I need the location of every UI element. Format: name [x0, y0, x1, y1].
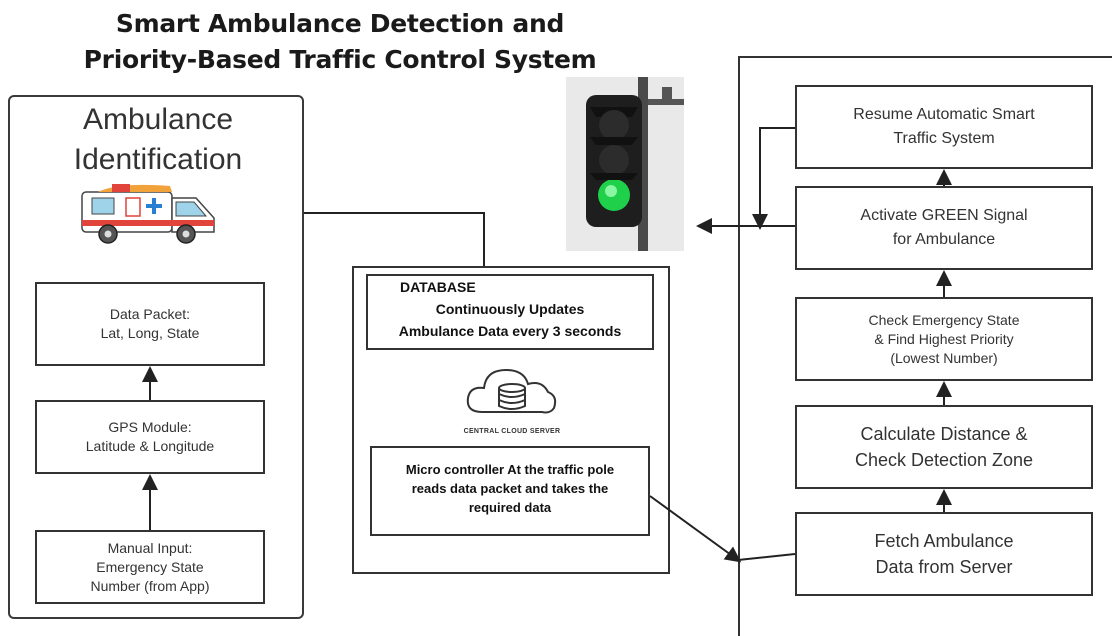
diagram-title: Smart Ambulance Detection and Priority-B… [83, 9, 597, 74]
calculate-distance-box: Calculate Distance & Check Detection Zon… [795, 405, 1093, 489]
traffic-light-image [566, 77, 684, 251]
line-panel-to-fetch [737, 553, 796, 561]
activate-green-box: Activate GREEN Signal for Ambulance [795, 186, 1093, 270]
gps-module-box: GPS Module: Latitude & Longitude [35, 400, 265, 474]
check-emergency-box: Check Emergency State & Find Highest Pri… [795, 297, 1093, 381]
database-label: DATABASE [400, 279, 476, 295]
database-description: Continuously Updates Ambulance Data ever… [398, 301, 622, 339]
ambulance-identification-heading: Ambulance Identification [73, 103, 243, 176]
resume-traffic-box: Resume Automatic Smart Traffic System [795, 85, 1093, 169]
database-panel [352, 266, 670, 574]
fetch-data-box: Fetch Ambulance Data from Server [795, 512, 1093, 596]
manual-input-box: Manual Input: Emergency State Number (fr… [35, 530, 265, 604]
line-left-to-database [304, 212, 485, 266]
data-packet-box: Data Packet: Lat, Long, State [35, 282, 265, 366]
cloud-server-label: CENTRAL CLOUD SERVER [463, 428, 561, 435]
cloud-database-icon [466, 368, 557, 414]
database-box [366, 274, 654, 350]
arrow-micro-to-fetch [649, 495, 742, 563]
traffic-control-panel [738, 56, 1112, 636]
microcontroller-box [370, 446, 650, 536]
ambulance-icon [81, 184, 215, 244]
microcontroller-text: Micro controller At the traffic pole rea… [405, 462, 615, 515]
line-resume-loop [752, 127, 795, 230]
